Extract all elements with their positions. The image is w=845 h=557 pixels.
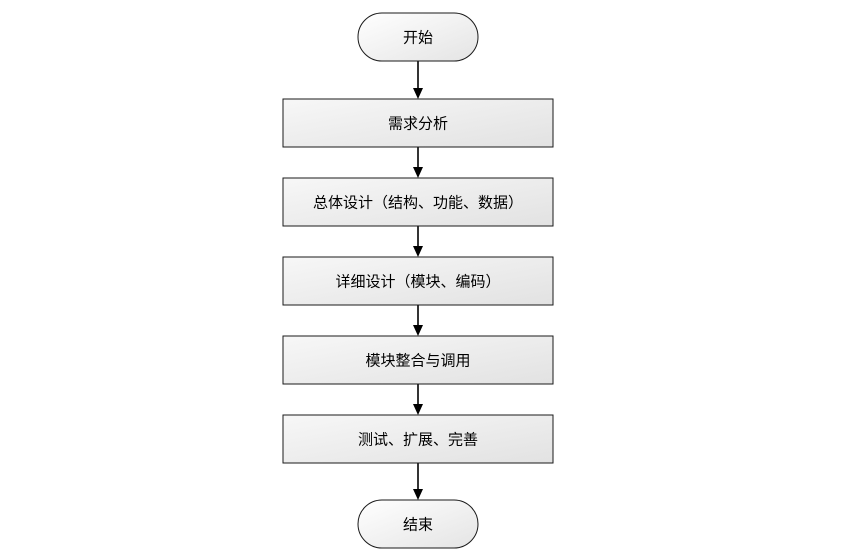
process-box bbox=[282, 98, 554, 148]
end-label: 结束 bbox=[403, 516, 433, 534]
step-label-detailed-design: 详细设计（模块、编码） bbox=[335, 273, 500, 291]
start-terminal-shape bbox=[357, 12, 479, 62]
process-box bbox=[282, 256, 554, 306]
step-label-overall-design: 总体设计（结构、功能、数据） bbox=[313, 194, 523, 212]
step-label-module-integration: 模块整合与调用 bbox=[365, 352, 470, 370]
arrow-head-icon bbox=[413, 325, 423, 336]
arrow-head-icon bbox=[413, 88, 423, 99]
arrow-head-icon bbox=[413, 404, 423, 415]
process-step-4: 模块整合与调用 bbox=[282, 335, 554, 385]
process-box bbox=[282, 414, 554, 464]
step-label-testing: 测试、扩展、完善 bbox=[358, 431, 478, 449]
end-terminal-shape bbox=[357, 499, 479, 549]
process-box bbox=[282, 335, 554, 385]
process-step-2: 总体设计（结构、功能、数据） bbox=[282, 177, 554, 227]
end-node: 结束 bbox=[357, 499, 479, 549]
start-node: 开始 bbox=[357, 12, 479, 62]
start-label: 开始 bbox=[403, 29, 433, 47]
arrow-head-icon bbox=[413, 246, 423, 257]
arrow-head-icon bbox=[413, 167, 423, 178]
process-step-5: 测试、扩展、完善 bbox=[282, 414, 554, 464]
process-step-3: 详细设计（模块、编码） bbox=[282, 256, 554, 306]
arrow-head-icon bbox=[413, 489, 423, 500]
connectors bbox=[413, 61, 423, 500]
process-box bbox=[282, 177, 554, 227]
step-label-requirements-analysis: 需求分析 bbox=[388, 115, 448, 133]
process-step-1: 需求分析 bbox=[282, 98, 554, 148]
